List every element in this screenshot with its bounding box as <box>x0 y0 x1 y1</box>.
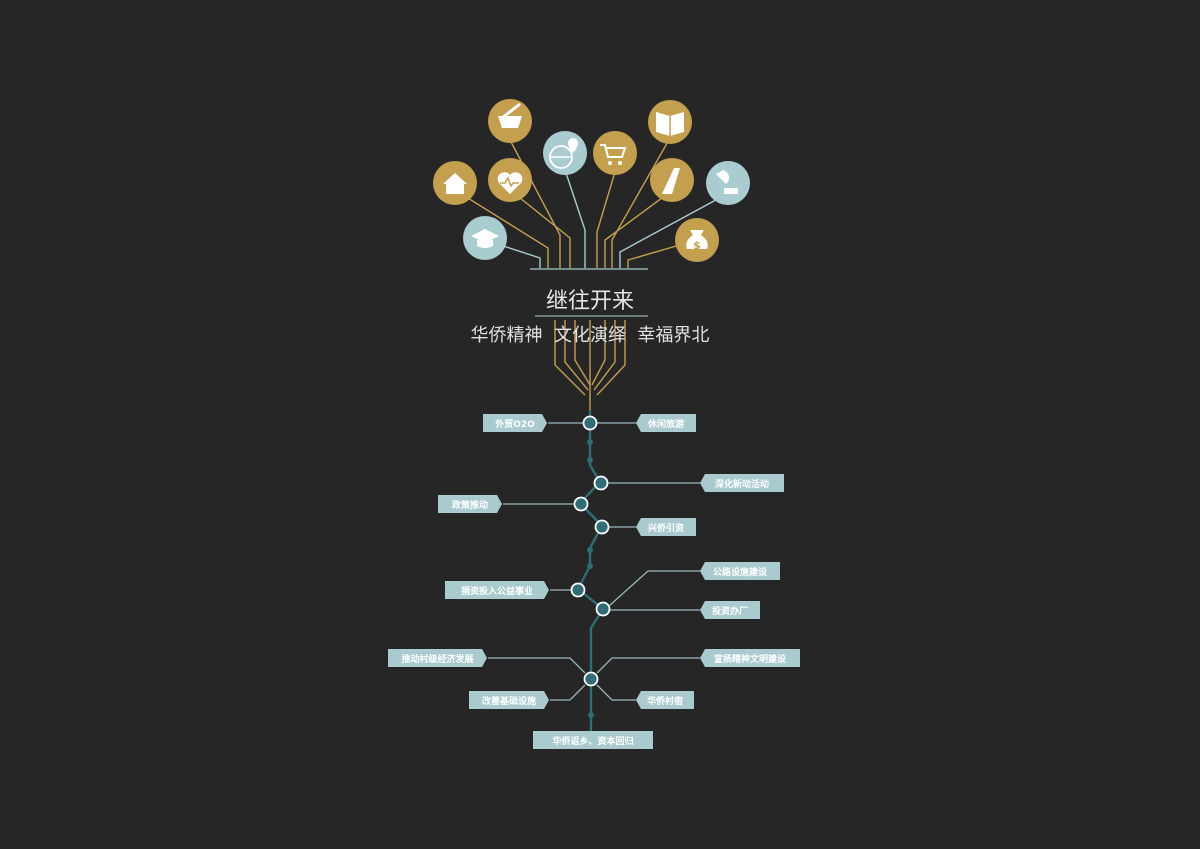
money-bag-icon: $ <box>675 218 719 262</box>
label-box: 华侨村宿 <box>636 691 694 709</box>
label-text: 外贸O2O <box>494 418 535 430</box>
node-3 <box>573 496 589 512</box>
road-icon <box>650 158 694 202</box>
label-text: 兴侨引资 <box>648 522 684 534</box>
label-box-shape <box>483 414 547 432</box>
node-5 <box>570 582 586 598</box>
label-box: 政策推动 <box>438 495 502 513</box>
label-box-shape <box>700 601 760 619</box>
connector-gramophone <box>619 194 726 268</box>
label-text: 深化新动活动 <box>715 478 769 490</box>
gold-branches <box>554 320 626 410</box>
label-box: 推动村级经济发展 <box>388 649 487 667</box>
label-box-shape <box>636 691 694 709</box>
label-box: 捐资投入公益事业 <box>445 581 549 599</box>
label-text: 华侨返乡、资本回归 <box>552 735 633 747</box>
label-box: 兴侨引资 <box>636 518 696 536</box>
label-box-shape <box>469 691 549 709</box>
label-box: 华侨返乡、资本回归 <box>533 731 653 749</box>
label-box: 外贸O2O <box>483 414 547 432</box>
label-box-shape <box>388 649 487 667</box>
node-7 <box>583 671 599 687</box>
svg-text:$: $ <box>693 239 701 252</box>
node-4 <box>594 519 610 535</box>
label-text: 捐资投入公益事业 <box>461 585 533 597</box>
label-text: 投资办厂 <box>712 605 748 617</box>
label-text: 华侨村宿 <box>647 695 683 707</box>
heart-pulse-icon <box>488 158 532 202</box>
node-2 <box>593 475 609 491</box>
home-icon <box>433 161 477 205</box>
node-6 <box>595 601 611 617</box>
book-icon <box>648 100 692 144</box>
label-box: 宣扬精神文明建设 <box>700 649 800 667</box>
label-text: 休闲旅游 <box>647 418 684 430</box>
label-text: 政策推动 <box>452 499 488 511</box>
label-box-shape <box>636 414 696 432</box>
label-box-shape <box>636 518 696 536</box>
label-box-shape <box>438 495 502 513</box>
trunk-nodes <box>570 415 611 687</box>
branch-lines <box>488 422 700 701</box>
connector-cart <box>596 171 616 268</box>
label-box-shape <box>700 649 800 667</box>
connector-money <box>627 239 698 268</box>
node-1 <box>582 415 598 431</box>
connector-globe <box>564 169 586 268</box>
graduation-cap-icon <box>463 216 507 260</box>
label-text: 改善基础设施 <box>482 695 536 707</box>
label-text: 推动村级经济发展 <box>401 653 473 665</box>
label-box: 投资办厂 <box>700 601 760 619</box>
subtitle: 华侨精神 文化演绎 幸福界北 <box>471 325 710 346</box>
label-box-shape <box>445 581 549 599</box>
label-box-shape <box>700 562 780 580</box>
trunk-dots <box>587 439 594 718</box>
gramophone-icon <box>706 161 750 205</box>
label-box: 深化新动活动 <box>700 474 784 492</box>
label-text: 宣扬精神文明建设 <box>714 653 787 665</box>
label-text: 公路设施建设 <box>713 566 768 578</box>
connector-heart <box>509 189 571 268</box>
label-box: 休闲旅游 <box>636 414 696 432</box>
shopping-cart-icon <box>593 131 637 175</box>
label-box-shape <box>533 731 653 749</box>
globe-location-icon <box>543 131 587 175</box>
connector-home <box>454 189 549 268</box>
label-box-shape <box>700 474 784 492</box>
connector-road <box>604 191 671 268</box>
label-box: 公路设施建设 <box>700 562 780 580</box>
connector-book <box>611 137 671 268</box>
icon-connectors <box>454 137 726 268</box>
label-box: 改善基础设施 <box>469 691 549 709</box>
mortar-pestle-icon <box>488 99 532 143</box>
page-title: 继往开来 <box>546 289 634 314</box>
